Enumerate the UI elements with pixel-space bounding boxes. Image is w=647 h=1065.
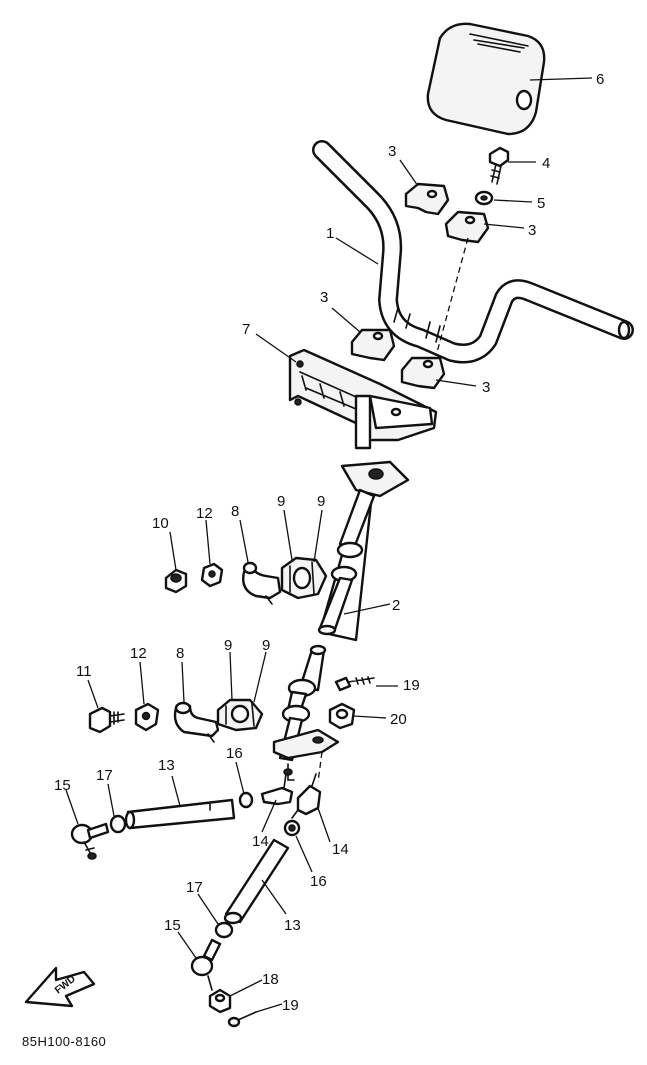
handlebar-holder [288,348,438,450]
callout-16: 16 [310,873,327,890]
column-bushing-lower [216,698,264,732]
locknut-right [283,819,301,837]
callout-8: 8 [176,645,184,662]
tie-rod-diagonal [223,838,290,925]
callout-19: 19 [282,997,299,1014]
forward-arrow-icon: FWD [24,966,96,1008]
callout-3: 3 [482,379,490,396]
tie-rod-end-right [291,773,322,819]
callout-19: 19 [403,677,420,694]
ball-joint-left [70,822,110,860]
callout-3: 3 [320,289,328,306]
column-bolt [334,676,375,692]
clamp-bolt [488,146,510,185]
callout-12: 12 [130,645,147,662]
callout-15: 15 [164,917,181,934]
callout-6: 6 [596,71,604,88]
tie-rod-horizontal [124,798,236,830]
nut-upper [200,562,224,588]
part-code: 85H100-8160 [22,1034,106,1049]
callout-20: 20 [390,711,407,728]
callout-17: 17 [186,879,203,896]
callout-13: 13 [158,757,175,774]
callout-15: 15 [54,777,71,794]
callout-9: 9 [277,493,285,510]
callout-11: 11 [76,663,92,680]
callout-5: 5 [537,195,545,212]
callout-9: 9 [224,637,232,654]
callout-14: 14 [252,833,269,850]
ball-joint-lower [190,938,222,991]
callout-13: 13 [284,917,301,934]
locknut-left [109,814,127,834]
column-bushing-upper [280,556,328,600]
callout-12: 12 [196,505,213,522]
collar-upper [164,568,188,594]
column-holder-upper [242,561,282,605]
callout-8: 8 [231,503,239,520]
leader-lines [65,77,593,1013]
handlebar-clamp-upper-right [444,210,490,244]
handlebar-clamp-lower-right [400,356,446,390]
handlebar [312,140,634,364]
handlebar-pad [426,22,546,136]
locknut-lower [214,921,234,939]
holder-bolt [88,706,125,734]
callout-14: 14 [332,841,349,858]
callout-2: 2 [392,597,400,614]
callout-labels: 6 4 5 3 3 1 3 3 7 2 10 12 8 9 9 11 12 8 … [54,71,604,1014]
callout-9: 9 [262,637,270,654]
callout-1: 1 [326,225,334,242]
callout-17: 17 [96,767,113,784]
tie-rod-end-left [260,768,295,806]
callout-4: 4 [542,155,550,172]
callout-7: 7 [242,321,250,338]
callout-9: 9 [317,493,325,510]
nut-lower [134,702,160,732]
column-holder-lower [173,701,220,743]
callout-16: 16 [226,745,243,762]
callout-18: 18 [262,971,279,988]
handlebar-clamp-lower-left [350,328,396,362]
cotter-pin [227,1011,257,1028]
handlebar-clamp-upper-left [404,182,450,216]
column-nut [328,702,356,730]
castle-nut [208,988,232,1014]
locknut-upper [238,791,254,809]
callout-10: 10 [152,515,169,532]
callout-3: 3 [388,143,396,160]
steering-column [272,460,410,783]
spring-washer [474,190,494,206]
callout-3: 3 [528,222,536,239]
